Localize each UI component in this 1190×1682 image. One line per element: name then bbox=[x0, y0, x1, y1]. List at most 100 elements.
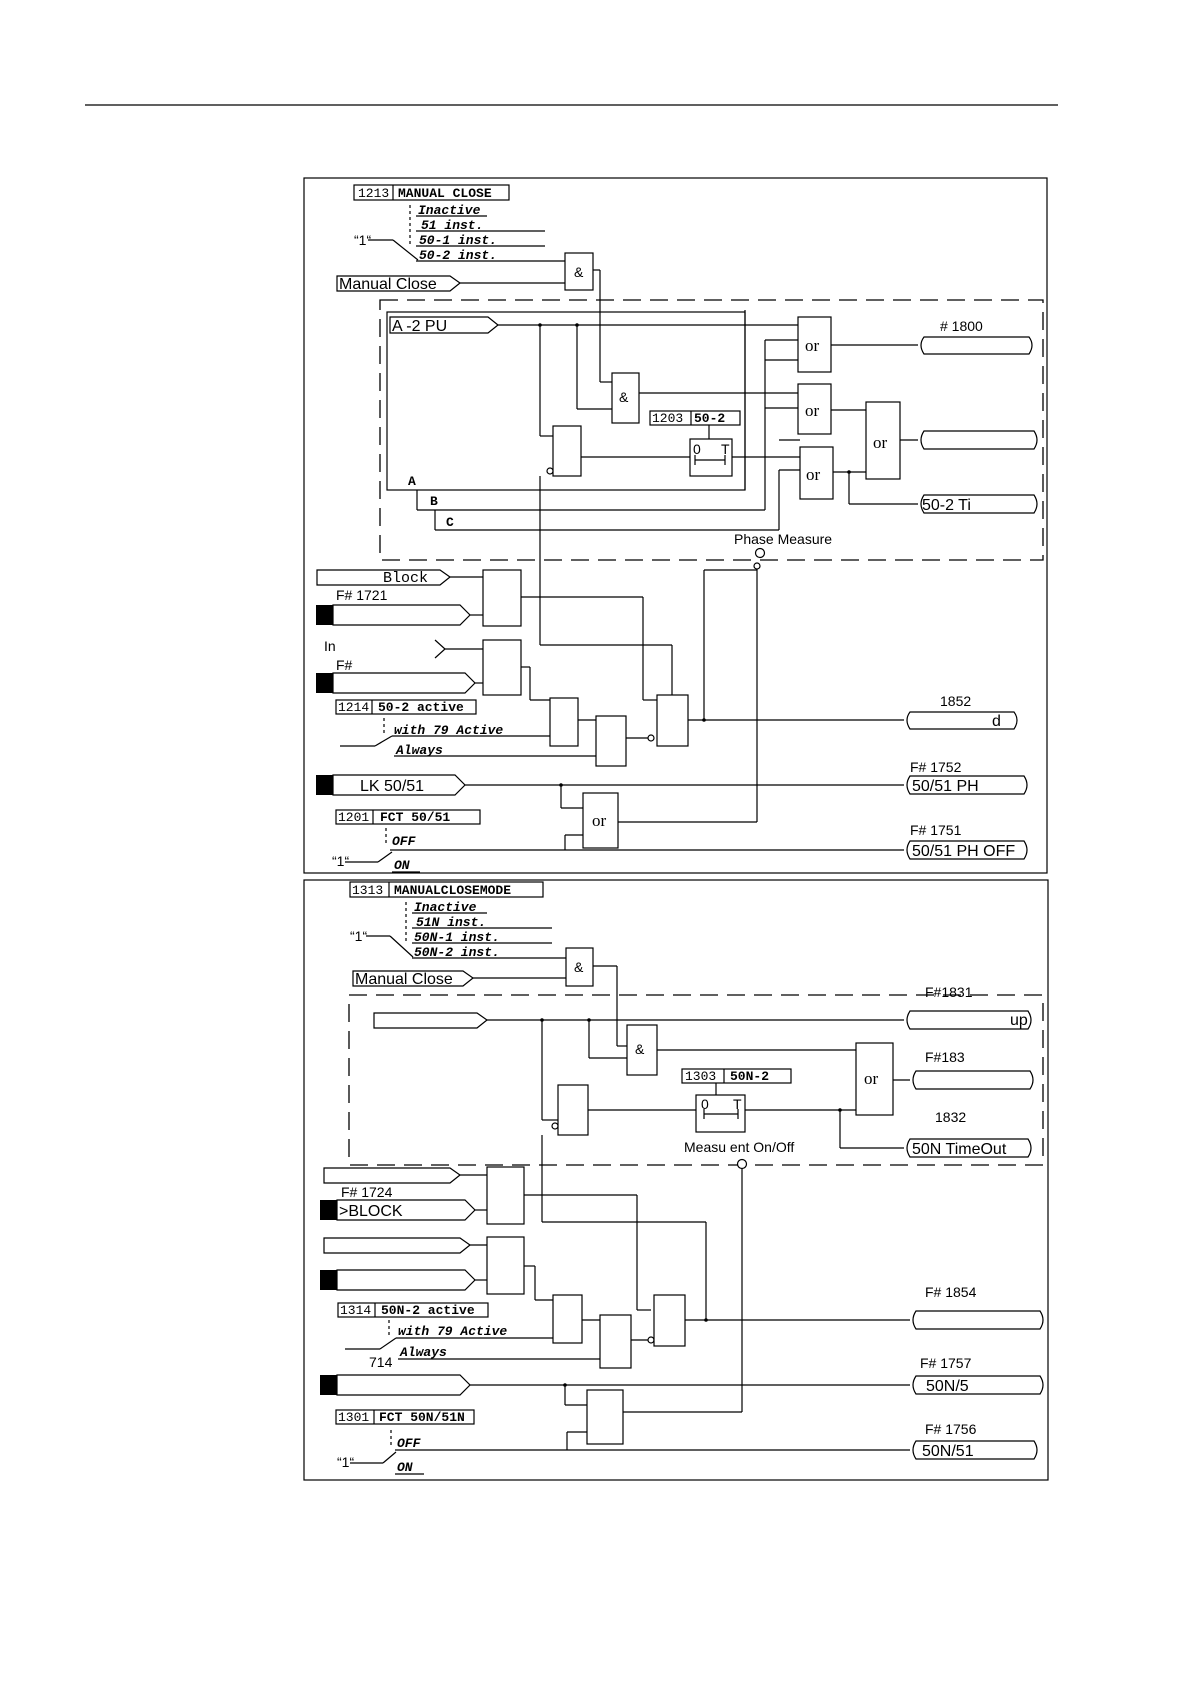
manual-close-label: Manual Close bbox=[355, 971, 453, 988]
param-name: FCT 50/51 bbox=[380, 810, 450, 825]
measurement-node bbox=[736, 1158, 748, 1170]
final-and-gate bbox=[656, 694, 689, 747]
f-label: F# bbox=[336, 657, 353, 673]
lk-label: LK 50/51 bbox=[360, 778, 424, 795]
and-gate-manual-close bbox=[564, 252, 594, 291]
param-number: 1201 bbox=[338, 810, 369, 825]
lower-block-input-1 bbox=[323, 1167, 462, 1184]
or-symbol: or bbox=[805, 336, 820, 355]
phase-b-label: B bbox=[430, 494, 438, 509]
or-gate-combined bbox=[865, 401, 901, 480]
lower-binary-input bbox=[336, 1269, 476, 1291]
or-symbol: or bbox=[873, 433, 888, 452]
one-label: “1“ bbox=[332, 853, 349, 869]
param-1303: 1303 50N-2 bbox=[681, 1068, 792, 1095]
or-gate-1 bbox=[797, 316, 832, 373]
option-with-79-active: with 79 Active bbox=[398, 1324, 507, 1339]
or-gate-2 bbox=[797, 383, 832, 435]
param-1313: 1313 MANUALCLOSEMODE Inactive 51N inst. … bbox=[349, 881, 566, 960]
option-50-2-inst: 50-2 inst. bbox=[419, 248, 497, 263]
active-gate-lower bbox=[552, 1294, 583, 1344]
f183-label: F#183 bbox=[925, 1049, 965, 1065]
block-gate-lower-2 bbox=[486, 1236, 525, 1295]
binary-input-marker bbox=[320, 1375, 337, 1395]
input-714 bbox=[336, 1374, 471, 1396]
block-input-lower bbox=[336, 1199, 476, 1221]
lower-block-input-2 bbox=[323, 1237, 472, 1254]
output-1751 bbox=[906, 840, 1028, 860]
option-on: ON bbox=[394, 858, 410, 873]
f1751-label: F# 1751 bbox=[910, 822, 962, 838]
f1831-label: F#1831 bbox=[925, 984, 973, 1000]
and-symbol: & bbox=[574, 264, 584, 280]
pickup-label: A -2 PU bbox=[392, 318, 447, 335]
or-symbol: or bbox=[805, 401, 820, 420]
option-off: OFF bbox=[392, 834, 417, 849]
output-1831 bbox=[906, 1010, 1032, 1030]
binary-input-marker bbox=[316, 605, 333, 625]
output-183 bbox=[912, 1070, 1034, 1090]
timer-t: T bbox=[721, 441, 730, 457]
phase-measure-node bbox=[754, 547, 766, 559]
param-1214: 1214 50-2 active with 79 Active Always bbox=[335, 699, 596, 758]
param-1201: 1201 FCT 50/51 OFF ON “1“ bbox=[332, 809, 904, 873]
label-1832: 1832 bbox=[935, 1109, 966, 1125]
one-label: “1“ bbox=[354, 232, 371, 248]
timer-t: T bbox=[733, 1096, 742, 1112]
binary-input-marker bbox=[320, 1270, 337, 1290]
param-name: 50-2 bbox=[694, 411, 725, 426]
param-number: 1314 bbox=[340, 1303, 371, 1318]
output-1831-text: up bbox=[1010, 1012, 1028, 1029]
option-off: OFF bbox=[397, 1436, 422, 1451]
output-time-text: 50-2 Ti bbox=[922, 497, 971, 514]
phase-measure-label: Phase Measure bbox=[734, 531, 832, 547]
param-name: MANUALCLOSEMODE bbox=[394, 883, 511, 898]
option-50-1-inst: 50-1 inst. bbox=[419, 233, 497, 248]
label-714: 714 bbox=[369, 1354, 393, 1370]
f1721-input bbox=[332, 604, 471, 626]
block-gate-2 bbox=[482, 639, 522, 696]
in-label: In bbox=[324, 638, 336, 654]
option-with-79-active: with 79 Active bbox=[394, 723, 503, 738]
and-symbol: & bbox=[635, 1041, 645, 1057]
phase-a-label: A bbox=[408, 474, 416, 489]
output-1752-text: 50/51 PH bbox=[912, 778, 979, 795]
or-symbol: or bbox=[864, 1069, 879, 1088]
param-number: 1313 bbox=[352, 883, 383, 898]
param-1314: 1314 50N-2 active with 79 Active Always bbox=[337, 1302, 600, 1360]
one-label: “1“ bbox=[350, 928, 367, 944]
or-gate-earth bbox=[855, 1042, 894, 1116]
output-time-out bbox=[920, 494, 1038, 514]
measurement-label: Measu ent On/Off bbox=[684, 1139, 794, 1155]
param-number: 1301 bbox=[338, 1410, 369, 1425]
param-1213: 1213 MANUAL CLOSE Inactive 51 inst. 50-1… bbox=[353, 184, 565, 263]
and-gate-block-lower bbox=[557, 1084, 589, 1136]
f1724-label: F# 1724 bbox=[341, 1184, 393, 1200]
and-symbol: & bbox=[574, 959, 584, 975]
output-1852-label: 1852 bbox=[940, 693, 971, 709]
and-gate-manual-close-lower bbox=[565, 947, 594, 987]
option-always: Always bbox=[399, 1345, 447, 1360]
param-name: 50N-2 active bbox=[381, 1303, 475, 1318]
param-1301: 1301 FCT 50N/51N OFF ON “1“ bbox=[335, 1409, 910, 1475]
output-1852-text: d bbox=[992, 713, 1001, 730]
upper-frame bbox=[303, 177, 1048, 874]
fct-gate-lower bbox=[586, 1389, 624, 1445]
f1854-label: F# 1854 bbox=[925, 1284, 977, 1300]
or-gate-3 bbox=[799, 446, 834, 500]
f1756-label: F# 1756 bbox=[925, 1421, 977, 1437]
option-50n-2-inst: 50N-2 inst. bbox=[414, 945, 500, 960]
earth-pickup-input bbox=[373, 1012, 489, 1029]
lower-panel: 1313 MANUALCLOSEMODE Inactive 51N inst. … bbox=[303, 879, 1049, 1481]
param-name: MANUAL CLOSE bbox=[398, 186, 492, 201]
block-gate-1 bbox=[482, 569, 522, 627]
option-51n-inst: 51N inst. bbox=[416, 915, 486, 930]
active-or-gate-lower bbox=[599, 1314, 632, 1369]
or-symbol: or bbox=[806, 465, 821, 484]
param-number: 1214 bbox=[338, 700, 369, 715]
f1757-label: F# 1757 bbox=[920, 1355, 972, 1371]
output-1751-text: 50/51 PH OFF bbox=[912, 843, 1015, 860]
block-gate-lower-1 bbox=[486, 1166, 525, 1225]
output-1756 bbox=[912, 1440, 1038, 1460]
